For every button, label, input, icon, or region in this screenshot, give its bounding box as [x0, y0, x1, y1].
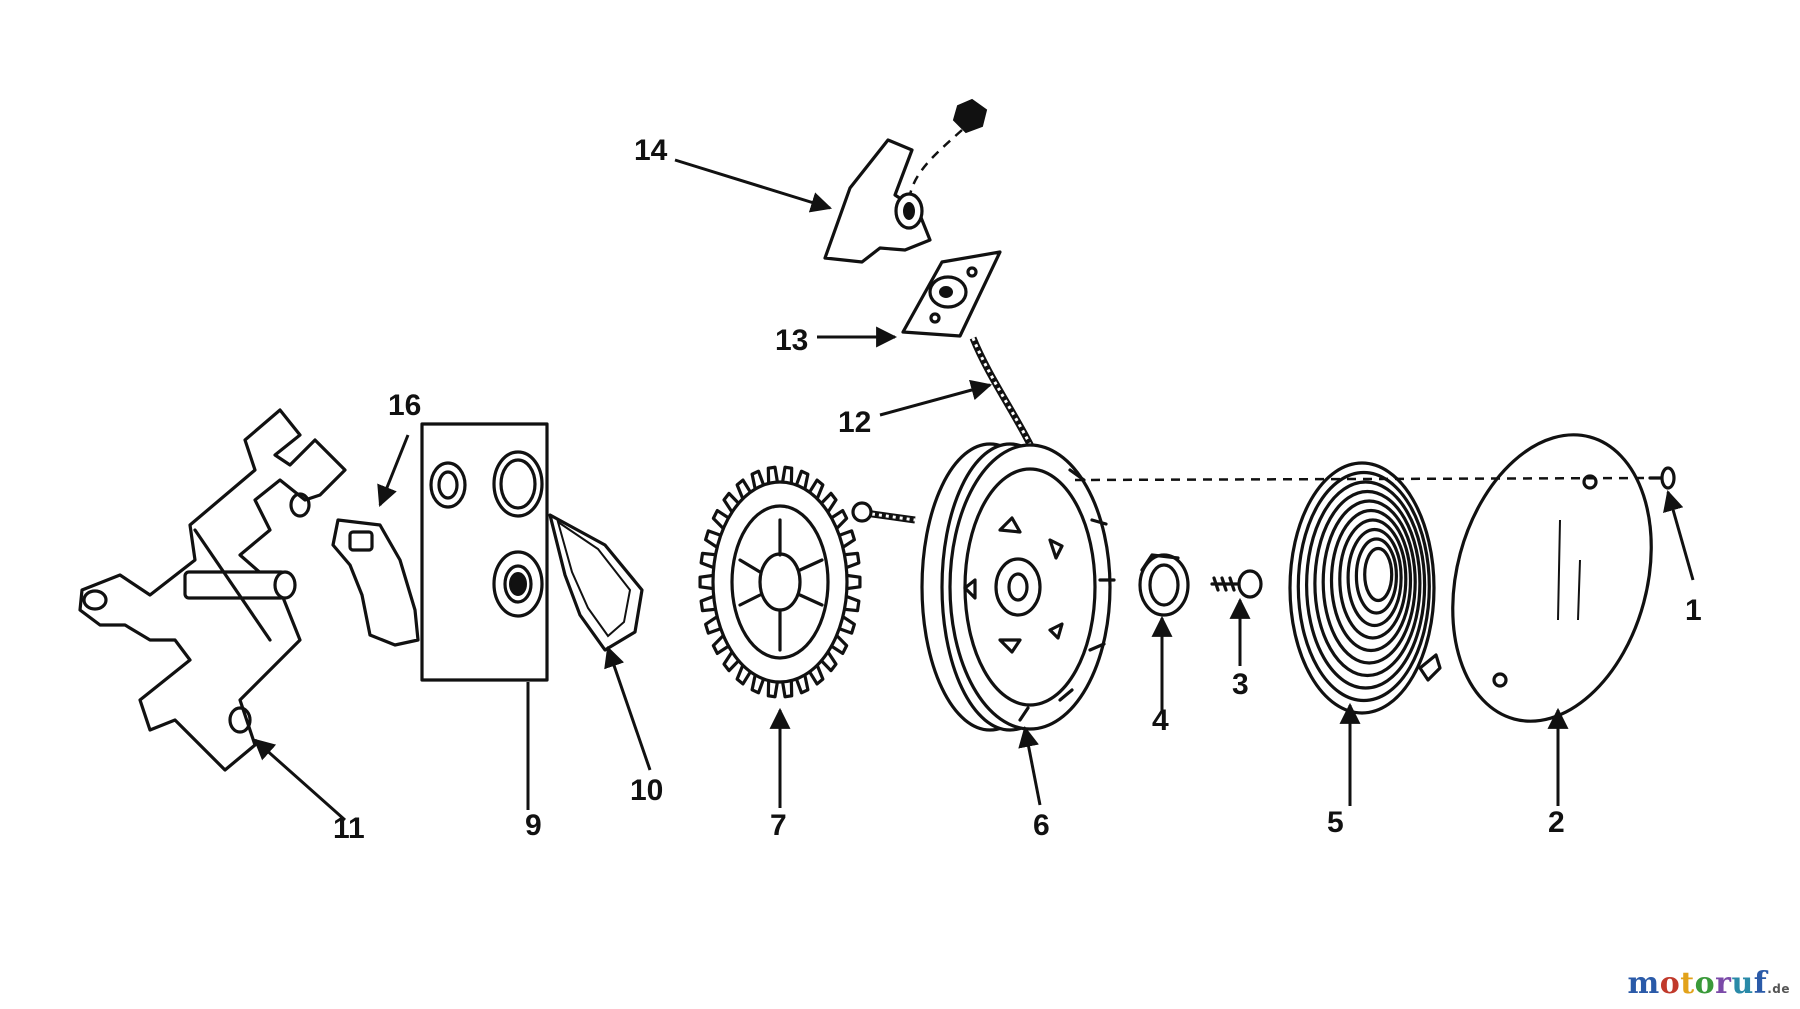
part-11-bracket	[78, 408, 347, 772]
part-6-pulley	[920, 442, 1116, 732]
callout-2: 2	[1548, 806, 1565, 839]
callout-13: 13	[775, 324, 808, 357]
callout-9: 9	[525, 809, 542, 842]
callout-5: 5	[1327, 806, 1344, 839]
callout-3: 3	[1232, 668, 1249, 701]
callout-11: 11	[333, 812, 365, 845]
callout-16: 16	[388, 389, 421, 422]
watermark-letter: u	[1731, 966, 1754, 1001]
part-3-screw	[1210, 569, 1263, 599]
callout-14: 14	[634, 134, 668, 167]
part-2-cover	[1451, 433, 1653, 723]
part-1-rivet	[1648, 466, 1676, 490]
watermark-letter: m	[1627, 966, 1660, 1001]
watermark-suffix: .de	[1767, 982, 1790, 996]
part-7-gear	[698, 465, 862, 699]
part-16-pawl	[331, 518, 420, 647]
part-9-washer-card	[420, 422, 549, 682]
watermark-letter: t	[1680, 966, 1695, 1001]
watermark-letter: o	[1694, 966, 1716, 1001]
watermark-logo: motoruf.de	[1628, 966, 1790, 1001]
callout-7: 7	[770, 809, 787, 842]
leader-lines	[253, 158, 1695, 822]
part-14-handle	[823, 98, 988, 264]
callout-10: 10	[630, 774, 663, 807]
part-10-wire-clip	[548, 513, 644, 652]
callout-1: 1	[1685, 594, 1702, 627]
callout-12: 12	[838, 406, 871, 439]
part-13-plate	[901, 250, 1002, 338]
callout-labels: 14 13 12 16 11 9 10 7 6 4 3 5 2 1	[333, 134, 1702, 845]
part-5-spring	[1288, 461, 1442, 715]
callout-6: 6	[1033, 809, 1050, 842]
watermark-letter: f	[1753, 966, 1768, 1001]
part-4-bushing	[1138, 553, 1190, 617]
callout-4: 4	[1152, 704, 1169, 737]
watermark-letter: r	[1715, 966, 1732, 1001]
watermark-letter: o	[1659, 966, 1681, 1001]
